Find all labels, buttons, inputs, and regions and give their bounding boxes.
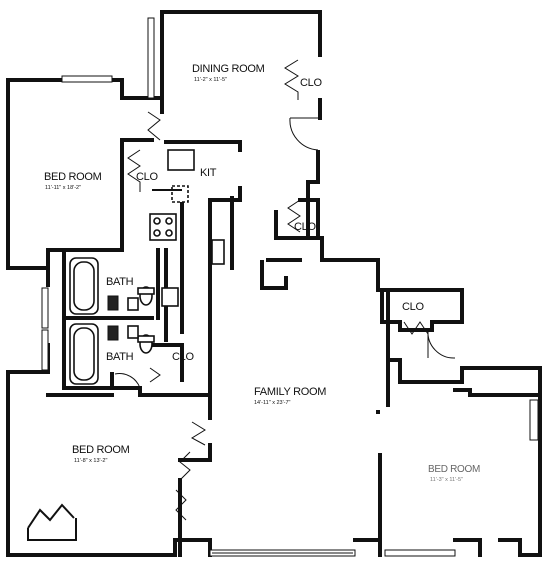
- dining-closet-label: CLO: [300, 77, 322, 89]
- windows: [41, 17, 539, 557]
- bedroom-upper-label: BED ROOM: [44, 171, 102, 183]
- kitchen-fixtures: [149, 149, 225, 307]
- bath-closet-label: CLO: [172, 351, 194, 363]
- bedroom-right-dims: 11'-3" x 11'-5": [430, 477, 463, 483]
- bedroom-lower-left-dims: 11'-8" x 13'-2": [74, 458, 107, 464]
- dining-room-label: DINING ROOM: [192, 63, 265, 75]
- family-room-label: FAMILY ROOM: [254, 386, 326, 398]
- bedroom-right-label: BED ROOM: [428, 464, 480, 475]
- bedroom-lower-left-label: BED ROOM: [72, 444, 130, 456]
- bedroom-upper-closet-label: CLO: [136, 171, 158, 183]
- bath-upper-label: BATH: [106, 276, 134, 288]
- bath-fixtures: [69, 257, 155, 385]
- family-room-dims: 14'-11" x 23'-7": [254, 400, 291, 406]
- right-closet-label: CLO: [402, 301, 424, 313]
- kitchen-label: KIT: [200, 167, 217, 179]
- dining-room-dims: 11'-2" x 11'-5": [194, 77, 227, 83]
- bath-lower-label: BATH: [106, 351, 134, 363]
- hall-closet-label: CLO: [294, 221, 316, 233]
- doors: [114, 111, 456, 446]
- closet-doors: [27, 59, 429, 541]
- bedroom-upper-dims: 11'-11" x 18'-2": [45, 185, 81, 191]
- room-labels: DINING ROOM 11'-2" x 11'-5" CLO BED ROOM…: [44, 63, 480, 483]
